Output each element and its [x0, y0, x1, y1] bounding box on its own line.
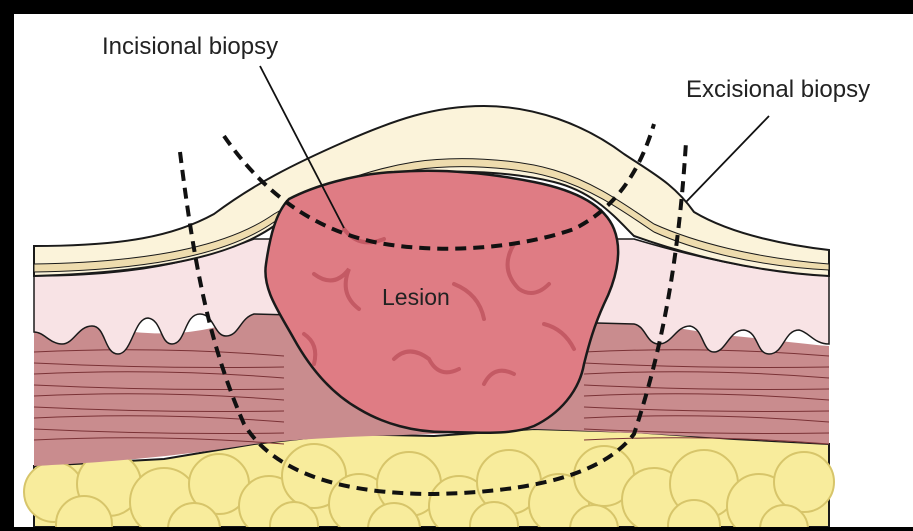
incisional-biopsy-label: Incisional biopsy	[102, 33, 278, 61]
excisional-biopsy-label: Excisional biopsy	[686, 76, 870, 104]
diagram-panel: Incisional biopsy Excisional biopsy Lesi…	[14, 14, 913, 527]
excisional-leader-line	[686, 116, 769, 202]
fat-cell	[774, 452, 834, 512]
lesion-label: Lesion	[382, 284, 450, 311]
